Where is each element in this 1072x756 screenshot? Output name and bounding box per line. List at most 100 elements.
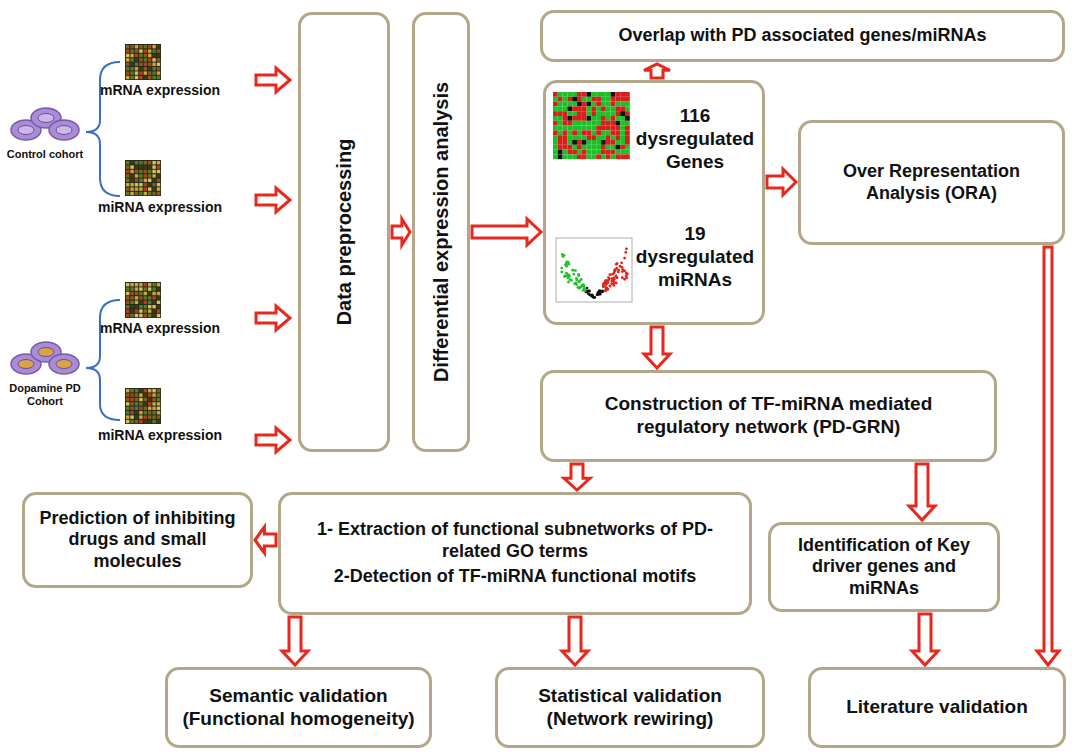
- array-spot: [130, 170, 133, 173]
- heatmap-cell: [563, 145, 568, 150]
- heatmap-cell: [611, 145, 616, 150]
- heatmap-cell: [591, 140, 596, 145]
- array-spot: [139, 287, 142, 290]
- heatmap-cell: [591, 102, 596, 107]
- array-spot: [152, 296, 155, 299]
- plot-dot: [568, 263, 571, 266]
- array-spot: [139, 174, 142, 177]
- heatmap-cell: [587, 154, 592, 159]
- heatmap-cell: [582, 97, 587, 102]
- array-spot: [135, 420, 138, 423]
- heatmap-cell: [577, 97, 582, 102]
- plot-dot: [621, 276, 624, 279]
- heatmap-cell: [596, 106, 601, 111]
- heatmap-cell: [563, 135, 568, 140]
- array-spot: [130, 287, 133, 290]
- heatmap-cell: [587, 92, 592, 97]
- heatmap-cell: [611, 92, 616, 97]
- array-spot: [126, 183, 129, 186]
- heatmap-cell: [572, 106, 577, 111]
- box-text: Over Representation Analysis (ORA): [815, 161, 1048, 204]
- array-spot: [130, 71, 133, 74]
- array-spot: [152, 314, 155, 317]
- heatmap-cell: [587, 111, 592, 116]
- heatmap-cell: [582, 135, 587, 140]
- array-spot: [126, 296, 129, 299]
- heatmap-cell: [601, 121, 606, 126]
- heatmap-cell: [577, 140, 582, 145]
- array-spot: [157, 420, 160, 423]
- heatmap-cell: [625, 92, 630, 97]
- plot-dot: [570, 279, 573, 282]
- heatmap-cell: [620, 106, 625, 111]
- array-spot: [148, 58, 151, 61]
- plot-dot: [602, 285, 605, 288]
- flow-arrow: [909, 464, 935, 520]
- heatmap-cell: [625, 106, 630, 111]
- array-spot: [152, 305, 155, 308]
- heatmap-cell: [572, 150, 577, 155]
- heatmap-cell: [601, 135, 606, 140]
- plot-dot: [584, 289, 587, 292]
- heatmap-cell: [577, 154, 582, 159]
- array-spot: [148, 283, 151, 286]
- heatmap-cell: [558, 121, 563, 126]
- cell-nucleus: [18, 126, 34, 135]
- heatmap-cell: [577, 145, 582, 150]
- heatmap-cell: [606, 111, 611, 116]
- array-spot: [130, 54, 133, 57]
- heatmap-cell: [591, 111, 596, 116]
- array-spot: [135, 49, 138, 52]
- plot-dot: [616, 262, 619, 265]
- heatmap-cell: [591, 97, 596, 102]
- array-spot: [130, 314, 133, 317]
- array-spot: [126, 187, 129, 190]
- box-text: 116 dysregulated Genes: [634, 105, 756, 173]
- heatmap-cell: [563, 154, 568, 159]
- array-spot: [130, 292, 133, 295]
- heatmap-cell: [615, 102, 620, 107]
- heatmap-cell: [577, 106, 582, 111]
- array-spot: [139, 415, 142, 418]
- array-spot: [157, 179, 160, 182]
- array-spot: [148, 407, 151, 410]
- array-spot: [126, 292, 129, 295]
- array-spot: [126, 45, 129, 48]
- heatmap-cell: [577, 102, 582, 107]
- array-spot: [157, 192, 160, 195]
- heatmap-cell: [625, 121, 630, 126]
- array-spot: [139, 187, 142, 190]
- flow-arrow: [255, 527, 276, 553]
- array-spot: [135, 161, 138, 164]
- array-spot: [135, 398, 138, 401]
- array-spot: [144, 161, 147, 164]
- flow-arrow: [564, 464, 590, 490]
- validation-box: Statistical validation (Network rewiring…: [495, 667, 765, 748]
- plot-dot: [615, 282, 618, 285]
- heatmap-cell: [606, 154, 611, 159]
- array-spot: [126, 76, 129, 79]
- heatmap-cell: [601, 150, 606, 155]
- array-spot: [135, 309, 138, 312]
- heatmap-cell: [596, 102, 601, 107]
- heatmap-cell: [567, 145, 572, 150]
- plot-dot: [604, 290, 607, 293]
- heatmap-cell: [625, 97, 630, 102]
- array-spot: [157, 411, 160, 414]
- heatmap-cell: [582, 111, 587, 116]
- array-spot: [130, 187, 133, 190]
- plot-dot: [565, 272, 568, 275]
- array-spot: [126, 301, 129, 304]
- heatmap-cell: [587, 116, 592, 121]
- array-spot: [144, 314, 147, 317]
- heatmap-cell: [582, 150, 587, 155]
- array-spot: [130, 45, 133, 48]
- array-spot: [130, 407, 133, 410]
- box-text: Differential expression analysis: [429, 82, 453, 382]
- array-spot: [148, 192, 151, 195]
- plot-dot: [571, 269, 574, 272]
- array-spot: [157, 301, 160, 304]
- array-spot: [152, 283, 155, 286]
- heatmap-cell: [625, 154, 630, 159]
- process-box: Construction of TF-miRNA mediated regula…: [540, 370, 997, 462]
